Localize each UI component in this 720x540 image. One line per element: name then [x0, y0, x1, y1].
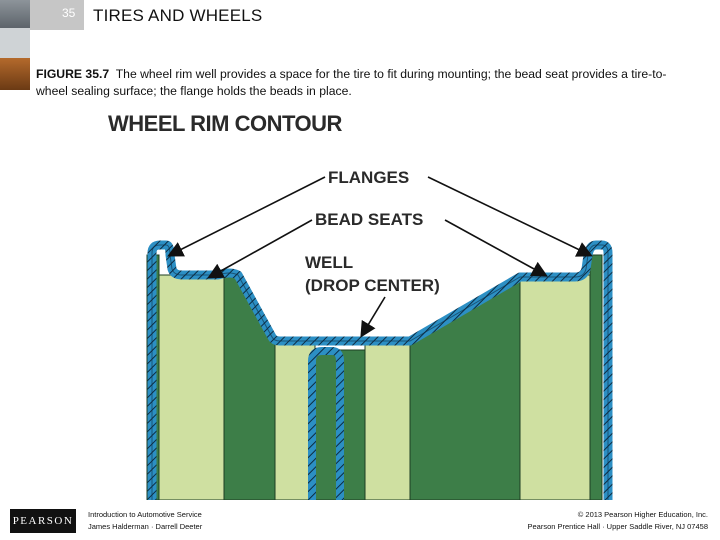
right-outer-block — [589, 254, 603, 500]
chapter-title: TIRES AND WHEELS — [93, 6, 263, 25]
chapter-number-box — [30, 0, 84, 30]
thumbnail-image — [0, 58, 30, 90]
arrow-flange-right — [427, 176, 593, 257]
chapter-thumbnails — [0, 0, 30, 90]
footer-left: Introduction to Automotive Service James… — [88, 509, 202, 533]
arrow-bead-left — [207, 219, 313, 279]
rim-contour-diagram: FLANGES BEAD SEATS WELL (DROP CENTER) — [146, 168, 613, 500]
right-light-block — [519, 274, 591, 500]
thumbnail-image — [0, 28, 30, 58]
label-bead-seats: BEAD SEATS — [315, 210, 423, 229]
footer-book-title: Introduction to Automotive Service — [88, 510, 202, 519]
footer-publisher: Pearson Prentice Hall · Upper Saddle Riv… — [527, 522, 708, 531]
center-light-right — [364, 339, 411, 500]
left-dark-block — [223, 274, 276, 500]
footer-right: © 2013 Pearson Higher Education, Inc. Pe… — [527, 509, 708, 533]
pearson-logo: PEARSON — [10, 509, 76, 533]
arrow-well — [360, 296, 386, 338]
label-well: WELL — [305, 253, 353, 272]
label-drop-center: (DROP CENTER) — [305, 276, 440, 295]
figure-caption-text: The wheel rim well provides a space for … — [36, 67, 667, 98]
chapter-number: 35 — [62, 6, 76, 20]
center-spoke — [308, 347, 344, 500]
footer-copyright: © 2013 Pearson Higher Education, Inc. — [577, 510, 708, 519]
figure-title: WHEEL RIM CONTOUR — [108, 111, 342, 136]
left-light-block — [158, 274, 225, 500]
arrow-flange-left — [167, 176, 326, 257]
wheel-rim-figure: WHEEL RIM CONTOUR FLANGES BEAD SEATS — [100, 105, 630, 500]
figure-label: FIGURE 35.7 — [36, 67, 110, 81]
label-flanges: FLANGES — [328, 168, 409, 187]
figure-caption: FIGURE 35.7 The wheel rim well provides … — [36, 66, 696, 100]
footer-authors: James Halderman · Darrell Deeter — [88, 522, 203, 531]
arrow-bead-right — [444, 219, 548, 277]
thumbnail-image — [0, 0, 30, 28]
